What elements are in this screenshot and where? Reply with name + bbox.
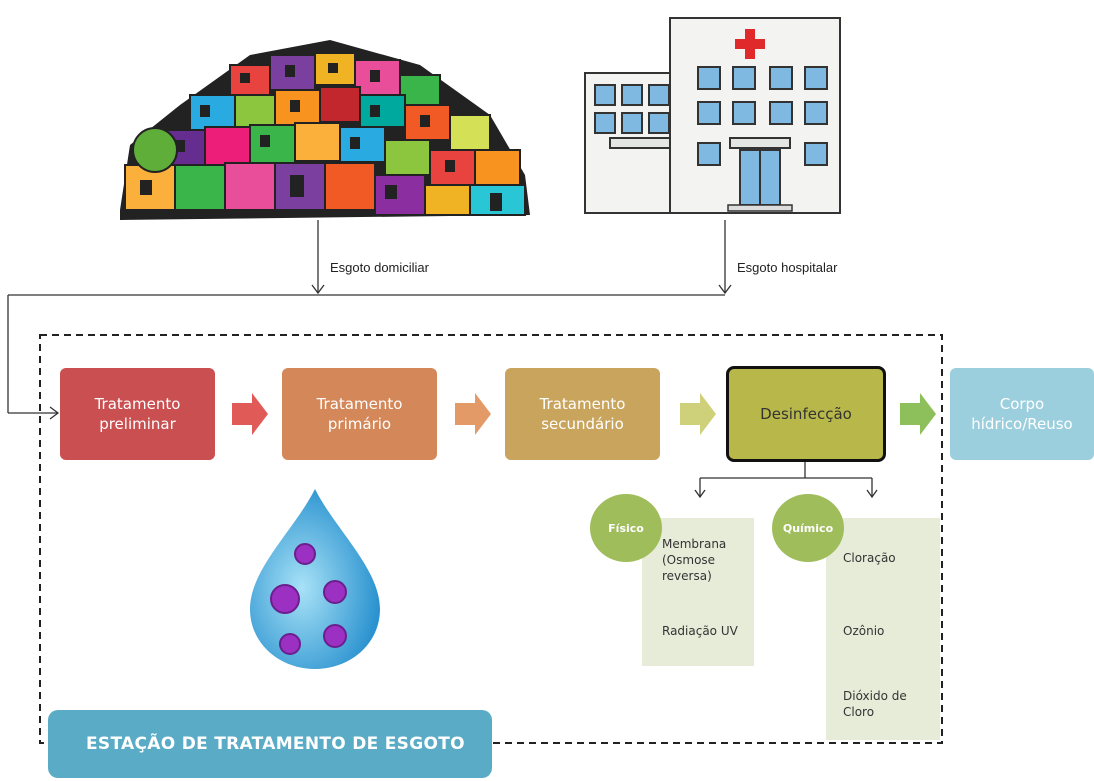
- chemical-methods-panel: [826, 518, 940, 740]
- step-preliminary-treatment: Tratamento preliminar: [60, 368, 215, 460]
- method-chlorination: Cloração: [843, 551, 896, 565]
- favela-houses-illustration: [120, 40, 530, 220]
- hospital-sewage-label: Esgoto hospitalar: [737, 260, 838, 275]
- chemical-method-badge: Químico: [772, 494, 844, 562]
- method-uv-radiation: Radiação UV: [662, 624, 738, 638]
- method-chlorine-dioxide: Dióxido de Cloro: [843, 689, 907, 719]
- domestic-sewage-label: Esgoto domiciliar: [330, 260, 429, 275]
- process-arrows: [232, 393, 936, 435]
- hospital-building-illustration: [584, 17, 841, 214]
- step-primary-treatment: Tratamento primário: [282, 368, 437, 460]
- method-ozone: Ozônio: [843, 624, 885, 638]
- physical-methods-panel: [642, 518, 754, 666]
- step-secondary-treatment: Tratamento secundário: [505, 368, 660, 460]
- contaminated-water-drop-illustration: [250, 489, 380, 669]
- step-disinfection: Desinfecção: [726, 366, 886, 462]
- step-water-body-reuse: Corpo hídrico/Reuso: [950, 368, 1094, 460]
- station-title-banner: ESTAÇÃO DE TRATAMENTO DE ESGOTO: [48, 710, 492, 778]
- physical-method-badge: Físico: [590, 494, 662, 562]
- method-membrane: Membrana (Osmose reversa): [662, 537, 727, 583]
